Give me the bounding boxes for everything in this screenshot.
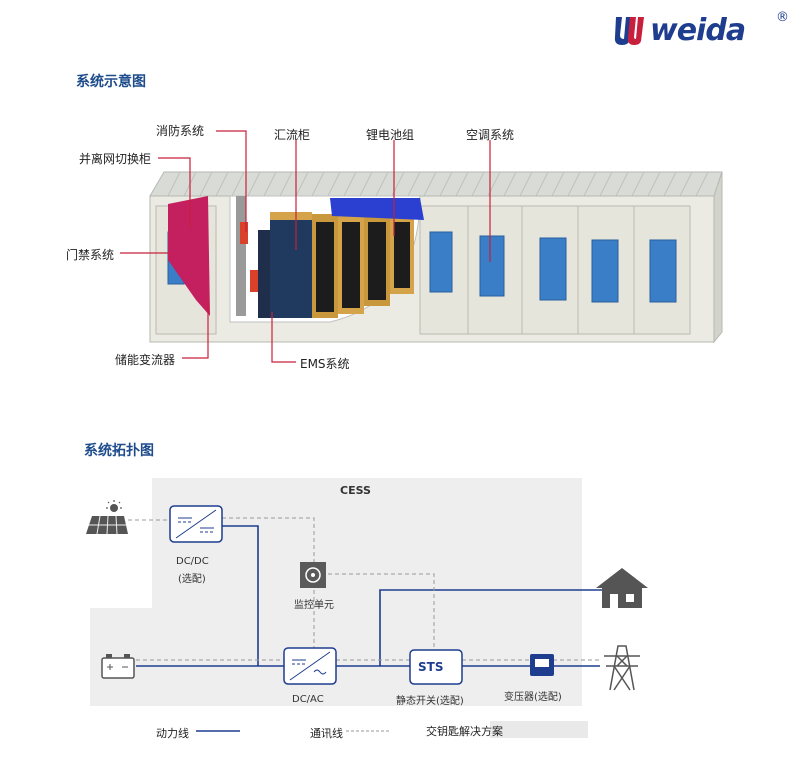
house-icon — [596, 568, 648, 608]
callout-hvac: 空调系统 — [466, 128, 515, 142]
monitor-unit-label: 监控单元 — [294, 600, 334, 611]
registered-mark: ® — [776, 10, 789, 25]
brand-name: weida — [650, 12, 746, 48]
battery-top — [330, 198, 424, 220]
fire-extinguisher — [240, 222, 248, 244]
sts-label: 静态开关(选配) — [396, 696, 464, 707]
container-roof — [149, 171, 723, 197]
callout-ems: EMS系统 — [300, 357, 350, 371]
comm-lines — [128, 517, 600, 661]
sts-symbol: STS — [418, 660, 444, 674]
weida-logo-icon — [614, 17, 644, 45]
combiner-cabinet — [270, 218, 312, 318]
section-title-topology: 系统拓扑图 — [84, 443, 154, 459]
callout-access-control: 门禁系统 — [66, 248, 115, 262]
battery-racks — [312, 214, 414, 318]
dcac-label: DC/AC — [292, 694, 324, 705]
door-panels — [419, 205, 691, 335]
callout-switch-cabinet: 并离网切换柜 — [79, 152, 152, 166]
callout-fire-system: 消防系统 — [156, 124, 205, 138]
dcdc-optional-label: (选配) — [178, 574, 206, 585]
switch-cabinet-shape — [168, 196, 210, 316]
legend-power-label: 动力线 — [156, 727, 189, 740]
legend-turnkey-swatch — [490, 721, 588, 738]
callout-battery: 锂电池组 — [366, 128, 415, 142]
container-side — [713, 171, 723, 344]
section-title-schematic: 系统示意图 — [76, 74, 146, 90]
sts-box — [409, 649, 463, 685]
legend-turnkey-label: 交钥匙解决方案 — [426, 725, 503, 738]
solar-panel-icon — [86, 500, 128, 535]
legend-comm-label: 通讯线 — [310, 727, 343, 740]
cess-label: CESS — [340, 484, 371, 497]
callout-combiner: 汇流柜 — [274, 128, 311, 142]
dcdc-label: DC/DC — [176, 556, 209, 567]
fire-pipe — [236, 196, 246, 316]
transformer-label: 变压器(选配) — [504, 692, 562, 703]
battery-icon — [101, 654, 135, 679]
brand-logo: weida ® — [612, 10, 792, 48]
power-lines — [136, 525, 602, 667]
hvac-units — [429, 231, 677, 303]
roof-corrugation — [167, 171, 709, 197]
callout-lines — [120, 130, 491, 363]
callout-pcs: 储能变流器 — [115, 353, 176, 367]
power-tower-icon — [604, 645, 640, 691]
